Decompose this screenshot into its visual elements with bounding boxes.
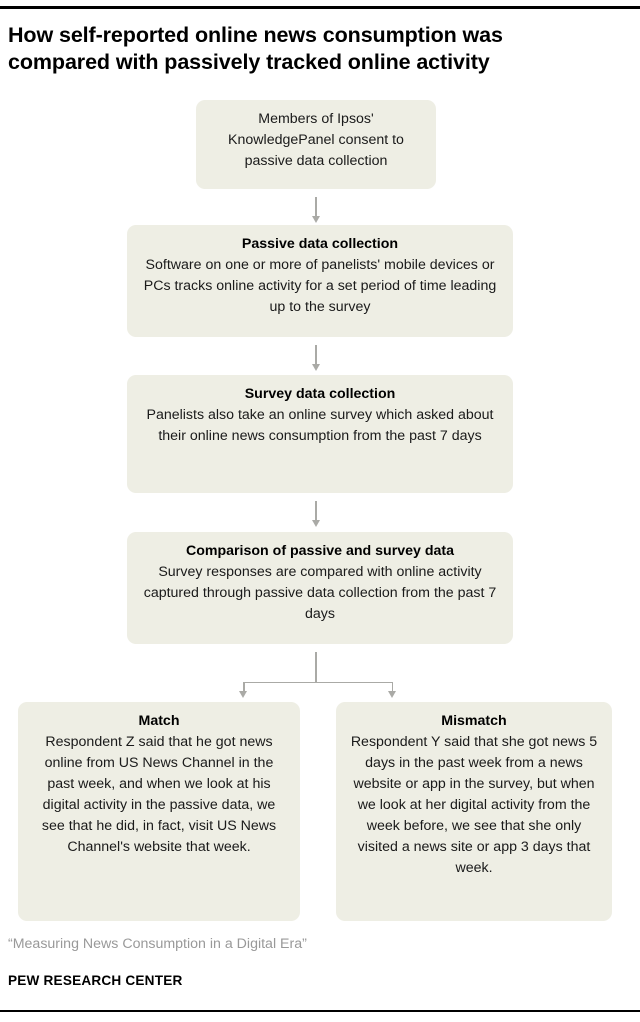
- source-note: “Measuring News Consumption in a Digital…: [8, 936, 307, 952]
- flow-node-match-body: Respondent Z said that he got news onlin…: [41, 734, 277, 855]
- organization-name: PEW RESEARCH CENTER: [8, 973, 183, 988]
- page-title: How self-reported online news consumptio…: [8, 23, 503, 74]
- connector-branch-crossbar: [243, 681, 393, 684]
- arrow-down-icon: [239, 691, 248, 698]
- flow-node-consent-body: Members of Ipsos' KnowledgePanel consent…: [228, 111, 404, 169]
- flow-node-passive-heading: Passive data collection: [241, 236, 399, 252]
- connector-branch-left-drop: [243, 681, 245, 694]
- connector-branch-stem: [315, 652, 317, 683]
- flow-node-comparison-heading: Comparison of passive and survey data: [185, 543, 455, 559]
- flow-node-survey-body: Panelists also take an online survey whi…: [146, 407, 494, 444]
- arrow-down-icon: [311, 520, 320, 527]
- flow-node-passive-body: Software on one or more of panelists' mo…: [143, 257, 497, 315]
- connector-branch-right-drop: [391, 681, 394, 694]
- connector-passive-to-survey-line: [315, 345, 317, 366]
- flow-node-match-heading: Match: [138, 713, 180, 729]
- flow-node-consent: Members of Ipsos' KnowledgePanel consent…: [196, 100, 436, 189]
- flow-node-passive-data-collection: Passive data collection Software on one …: [127, 225, 513, 337]
- flow-node-match: Match Respondent Z said that he got news…: [18, 702, 300, 921]
- flow-node-mismatch-body: Respondent Y said that she got news 5 da…: [350, 734, 598, 876]
- flow-node-survey-heading: Survey data collection: [244, 386, 396, 402]
- flow-node-survey-data-collection: Survey data collection Panelists also ta…: [127, 375, 513, 493]
- connector-consent-to-passive-line: [315, 197, 317, 218]
- arrow-down-icon: [387, 691, 396, 698]
- flow-node-comparison: Comparison of passive and survey data Su…: [127, 532, 513, 644]
- bottom-divider-rule: [0, 1010, 640, 1012]
- arrow-down-icon: [311, 364, 320, 371]
- arrow-down-icon: [311, 216, 320, 223]
- connector-survey-to-comparison-line: [315, 501, 317, 522]
- flow-node-mismatch-heading: Mismatch: [441, 713, 507, 729]
- flow-node-comparison-body: Survey responses are compared with onlin…: [143, 564, 497, 622]
- flow-node-mismatch: Mismatch Respondent Y said that she got …: [336, 702, 612, 921]
- top-divider-rule: [0, 6, 640, 9]
